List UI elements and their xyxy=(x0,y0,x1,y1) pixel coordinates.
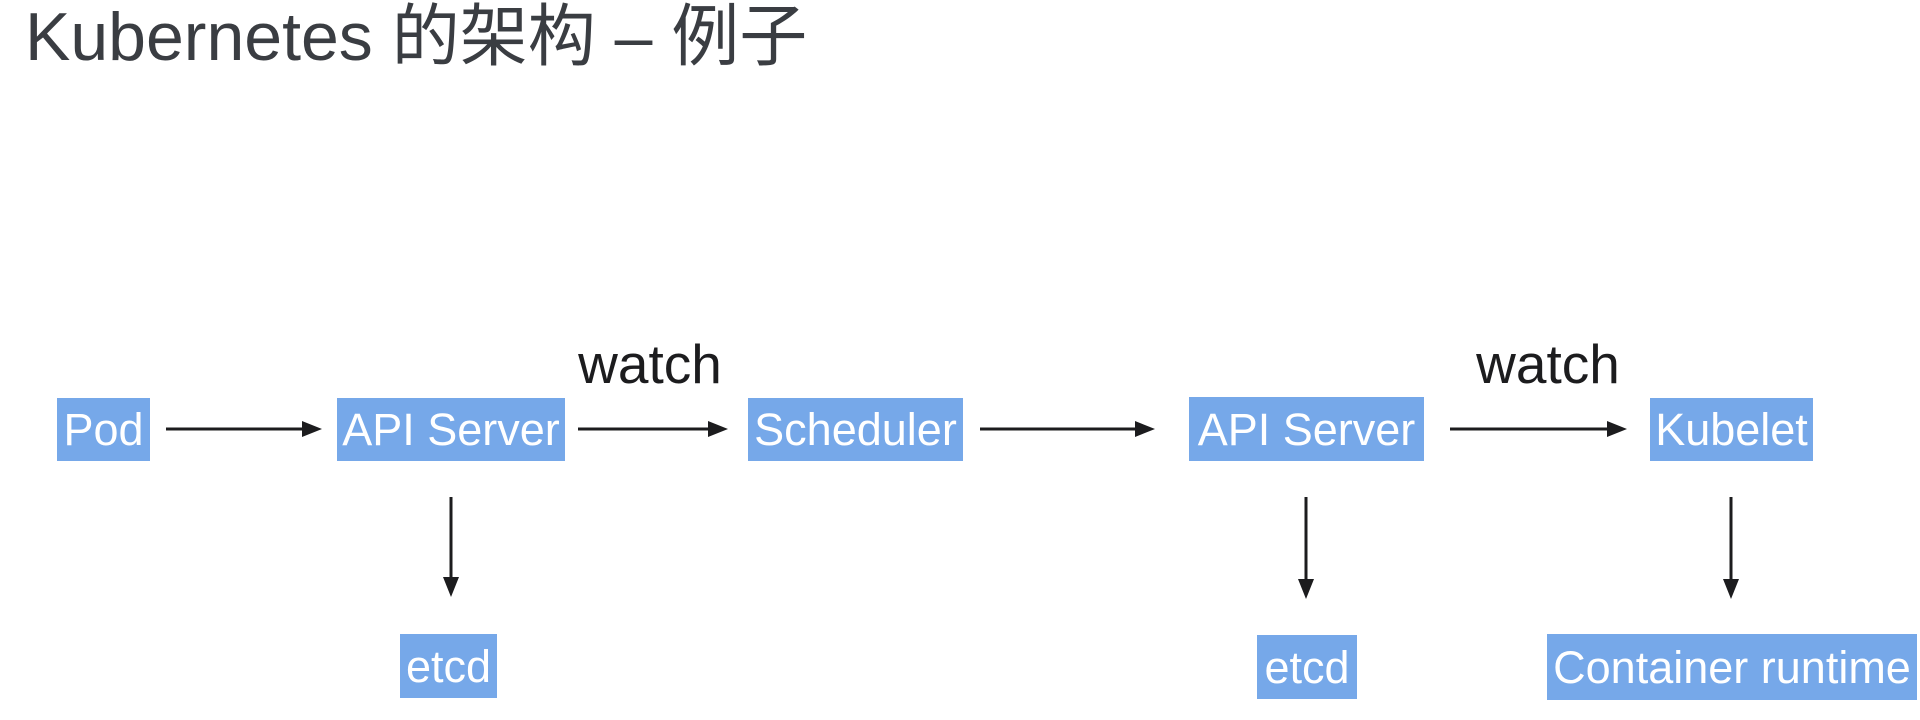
slide-title: Kubernetes 的架构 – 例子 xyxy=(25,0,808,75)
node-etcd-2: etcd xyxy=(1257,635,1357,699)
node-api-server-1: API Server xyxy=(337,398,565,461)
node-kubelet: Kubelet xyxy=(1650,398,1813,461)
edge-label-watch-2: watch xyxy=(1476,333,1620,395)
edge-label-watch-1: watch xyxy=(578,333,722,395)
node-scheduler: Scheduler xyxy=(748,398,963,461)
node-pod: Pod xyxy=(57,398,150,461)
node-etcd-1: etcd xyxy=(400,634,497,698)
node-api-server-2: API Server xyxy=(1189,397,1424,461)
node-container-runtime: Container runtime xyxy=(1547,634,1917,700)
